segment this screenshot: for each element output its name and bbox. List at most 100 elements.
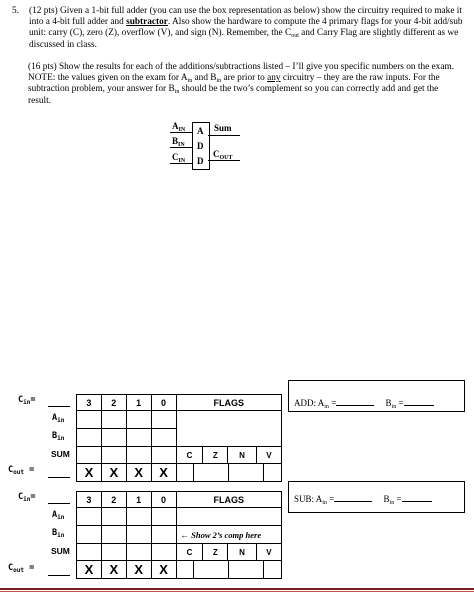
sub-flags-work-area[interactable]	[175, 507, 282, 526]
sub-operation-line: SUB: Ain = Bin =	[294, 494, 432, 506]
add-bit-2: 2	[100, 394, 127, 411]
add-sum-cell[interactable]	[76, 446, 102, 464]
add-a-cell[interactable]	[125, 410, 152, 429]
sub-sum-cell[interactable]	[100, 543, 127, 561]
adder-a-in-label: AIN	[172, 121, 186, 133]
add-a-cell[interactable]	[76, 410, 102, 429]
sub-b-cell[interactable]	[100, 525, 127, 544]
sub-flag-z-value[interactable]	[193, 561, 230, 578]
add-x-mark: X	[125, 463, 152, 482]
add-b-row	[76, 428, 282, 447]
sub-a-cell[interactable]	[150, 507, 177, 526]
add-sum-cell[interactable]	[100, 446, 127, 464]
add-cout-label: Cout =	[8, 465, 35, 476]
sub-a-cell[interactable]	[125, 507, 152, 526]
add-b-value-blank[interactable]	[403, 398, 434, 406]
sub-a-row	[76, 507, 282, 526]
add-flags-table: C Z N V	[176, 447, 282, 463]
sub-b-row: ← Show 2’s comp here	[76, 525, 282, 544]
add-sum-label: SUM	[51, 449, 70, 459]
sub-x-mark: X	[100, 560, 127, 579]
sub-a-cell[interactable]	[76, 507, 102, 526]
sub-show-twos-comp-note: ← Show 2’s comp here	[175, 525, 282, 544]
add-operation-box: ADD: Ain = Bin =	[288, 380, 465, 412]
add-x-mark: X	[76, 463, 102, 482]
sub-a-value-blank[interactable]	[334, 494, 373, 502]
add-cin-blank[interactable]	[48, 398, 70, 407]
add-x-mark: X	[150, 463, 177, 482]
sub-sum-cell[interactable]	[150, 543, 177, 561]
adder-cout-line	[208, 160, 240, 161]
sub-x-mark: X	[125, 560, 152, 579]
add-cout-row: X X X X	[76, 463, 282, 482]
sub-sum-cell[interactable]	[125, 543, 152, 561]
add-b-cell[interactable]	[150, 428, 177, 447]
sub-cout-label: Cout =	[8, 563, 35, 574]
adder-sum-line	[208, 135, 240, 136]
add-a-value-blank[interactable]	[336, 398, 375, 406]
add-b-cell[interactable]	[100, 428, 127, 447]
page-bottom-rule	[0, 588, 474, 590]
add-sum-cell[interactable]	[125, 446, 152, 464]
sub-bit-0: 0	[150, 491, 177, 508]
subtractor-emphasis: subtractor	[126, 17, 168, 28]
sub-a-in-label: Ain	[52, 510, 65, 521]
sub-b-cell[interactable]	[76, 525, 102, 544]
add-flag-z: Z	[202, 447, 229, 463]
add-bit-1: 1	[125, 394, 152, 411]
sub-x-mark: X	[76, 560, 102, 579]
add-bit-0: 0	[150, 394, 177, 411]
add-flag-z-value[interactable]	[193, 464, 230, 481]
sub-flag-v: V	[266, 547, 272, 557]
add-a-in-label: Ain	[52, 413, 65, 424]
sub-a-cell[interactable]	[100, 507, 127, 526]
add-cout-blank[interactable]	[48, 469, 70, 478]
add-b-cell[interactable]	[76, 428, 102, 447]
add-flag-n-value[interactable]	[228, 464, 265, 481]
sub-x-mark: X	[150, 560, 177, 579]
add-b-in-label: Bin	[52, 431, 65, 442]
sub-flags-header: FLAGS	[175, 491, 282, 508]
add-flag-v: V	[266, 450, 272, 460]
add-flags-work-area[interactable]	[175, 410, 282, 447]
sub-flag-v-value[interactable]	[264, 561, 281, 578]
add-operation-line: ADD: Ain = Bin =	[294, 398, 434, 410]
question-paragraph-2: (16 pts) Show the results for each of th…	[28, 62, 455, 106]
add-a-cell[interactable]	[150, 410, 177, 429]
sub-operation-box: SUB: Ain = Bin =	[288, 481, 465, 513]
adder-box: A D D	[192, 122, 210, 170]
add-flag-values-cell	[175, 463, 282, 482]
add-flag-v-value[interactable]	[264, 464, 281, 481]
add-bit-3: 3	[76, 394, 102, 411]
add-flag-c-value[interactable]	[176, 464, 195, 481]
adder-box-letter-a: A	[197, 126, 204, 136]
sub-bit-2: 2	[100, 491, 127, 508]
sub-b-in-label: Bin	[52, 528, 65, 539]
sub-cin-label: Cin=	[18, 492, 36, 503]
add-x-mark: X	[100, 463, 127, 482]
sub-sum-cell[interactable]	[76, 543, 102, 561]
add-flags-header: FLAGS	[175, 394, 282, 411]
sub-flags-table: C Z N V	[176, 544, 282, 560]
full-adder-diagram: AIN BIN CIN A D D Sum COUT	[170, 120, 245, 170]
sub-flag-n-value[interactable]	[228, 561, 265, 578]
adder-c-line	[170, 163, 192, 164]
sub-b-value-blank[interactable]	[401, 494, 432, 502]
sub-cout-blank[interactable]	[48, 567, 70, 576]
add-sum-cell[interactable]	[150, 446, 177, 464]
sub-cin-blank[interactable]	[48, 495, 70, 504]
add-header-row: 3 2 1 0 FLAGS	[76, 394, 282, 411]
adder-box-letter-d2: D	[197, 156, 204, 166]
add-b-cell[interactable]	[125, 428, 152, 447]
add-flag-n: N	[227, 447, 257, 463]
add-flag-c: C	[176, 447, 204, 463]
sub-b-cell[interactable]	[150, 525, 177, 544]
adder-box-letter-d1: D	[197, 141, 204, 151]
add-a-cell[interactable]	[100, 410, 127, 429]
question-text-1: (12 pts) Given a 1-bit full adder (you c…	[29, 6, 463, 50]
sub-flag-c-value[interactable]	[176, 561, 195, 578]
add-grid: 3 2 1 0 FLAGS C Z N V	[76, 394, 282, 482]
adder-b-line	[170, 147, 192, 148]
sub-sum-row: C Z N V	[76, 543, 282, 561]
sub-b-cell[interactable]	[125, 525, 152, 544]
